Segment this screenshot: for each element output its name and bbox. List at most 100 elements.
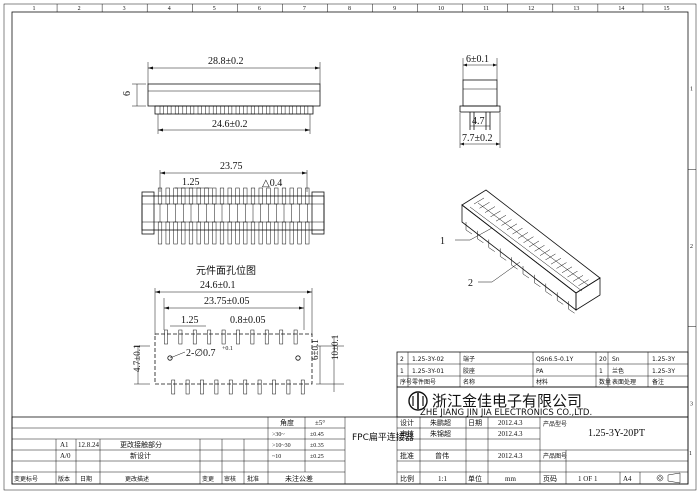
sheet-label: 页码: [543, 475, 557, 483]
bottom-frame-ticks: 1: [689, 451, 692, 457]
top-view: 28.8±0.2 6 24.6±0.2: [122, 56, 321, 134]
frame-tick-label: 3: [690, 401, 693, 407]
company-logo: [408, 391, 428, 411]
hole-right-dim-a: 6±0.1: [310, 339, 320, 360]
tol-range: ~10: [272, 454, 281, 460]
hole-diameter-sup: +0.1: [222, 346, 233, 352]
side-outer-dim: 7.7±0.2: [462, 133, 493, 144]
title-header-cell: 变更: [202, 475, 214, 483]
rev-new: 新设计: [130, 451, 151, 460]
bom-cell: 1.25-3Y-01: [412, 368, 444, 375]
title-block: A1 12.8.24 更改接触部分 A/0 新设计 变更标号版本日期更改描述变更…: [11, 416, 689, 485]
side-view: 6±0.1 4.7 7.7±0.2: [459, 54, 501, 148]
frame-tick-label: 12: [528, 6, 534, 12]
check-name: 朱锦超: [430, 429, 451, 438]
isometric-view: 1 2: [440, 189, 601, 314]
frame-tick-label: 5: [213, 6, 216, 12]
design-label: 设计: [400, 418, 414, 427]
date-label: 日期: [468, 419, 482, 427]
bom-cell: 1.25-3Y-02: [412, 356, 444, 363]
design-name: 朱鹏超: [430, 418, 451, 427]
paper-size: A4: [623, 475, 632, 483]
frame-tick-label: 8: [348, 6, 351, 12]
approve-name: 曾伟: [435, 451, 449, 460]
top-inner-dim: 24.6±0.2: [212, 119, 248, 130]
scale-label: 比例: [400, 474, 414, 483]
tol-range: >30~: [272, 432, 285, 438]
rev-a0: A/0: [60, 452, 71, 460]
callout-1: 1: [440, 236, 445, 247]
frame-tick-label: 2: [78, 6, 81, 12]
rev-date: 12.8.24: [78, 441, 100, 449]
company-name-en: ZHE JIANG JIN JIA ELECTRONICS CO.,LTD.: [420, 408, 592, 418]
right-frame-ticks: 1 2 3: [688, 87, 696, 407]
tol-value: ±0.35: [310, 443, 324, 449]
approve-label: 批准: [400, 451, 414, 460]
outer-frame: [3, 3, 697, 491]
frame-tick-label: 13: [573, 6, 579, 12]
frame-tick-label: 15: [663, 6, 669, 12]
hole-diameter-dim: 2-∅0.7: [186, 348, 216, 359]
hole-pitch-dim: 1.25: [181, 315, 199, 326]
title-header-cell: 日期: [80, 475, 92, 483]
tol-header-a: 角度: [280, 418, 294, 427]
title-header-cell: 批准: [247, 475, 259, 483]
unit-value: mm: [505, 475, 516, 483]
bom-cell: 胶座: [463, 367, 475, 375]
title-header-cell: 更改描述: [125, 475, 149, 483]
hole-right-dim-b: 10±0.1: [330, 335, 340, 360]
model-value: 1.25-3Y-20PT: [588, 428, 645, 439]
model-label: 产品型号: [543, 420, 567, 428]
tol-note: 未注公差: [285, 474, 313, 483]
hole-row-gap-dim: 4.7±0.1: [132, 345, 142, 372]
frame-tick-label: 7: [303, 6, 306, 12]
title-header-cell: 版本: [58, 475, 70, 483]
date-2: 2012.4.3: [498, 430, 523, 438]
pad-tolerance: △0.4: [262, 178, 282, 189]
bom-cell: Sn: [612, 356, 620, 363]
frame-tick-label: 1: [690, 87, 693, 93]
frame-tick-label: 2: [690, 244, 693, 250]
tol-value: ±0.25: [310, 454, 324, 460]
side-inner-dim: 4.7: [472, 116, 485, 127]
date-3: 2012.4.3: [498, 452, 523, 460]
rev-a1: A1: [60, 441, 69, 449]
frame-tick-label: 9: [393, 6, 396, 12]
hole-layout-view: 元件面孔位图 24.6±0.1 23.75±0.05 1.25 0.8±0.05…: [132, 264, 344, 395]
frame-tick-label: 1: [33, 6, 36, 12]
hole-pitch-tol-dim: 0.8±0.05: [230, 315, 266, 326]
frame-tick-label: 11: [483, 6, 489, 12]
top-length-dim: 28.8±0.2: [208, 56, 244, 67]
bom-header-cell: 材料: [536, 378, 548, 386]
rev-desc: 更改接触部分: [120, 440, 162, 449]
bom-cell: 1.25-3Y: [652, 356, 675, 363]
tol-header-b: ±5°: [315, 419, 325, 427]
bom-header-cell: 备注: [652, 378, 664, 386]
bom-cell: 端子: [463, 355, 475, 363]
hole-total-dim: 24.6±0.1: [200, 280, 236, 291]
callout-2: 2: [468, 278, 473, 289]
frame-tick-label: 1: [689, 451, 692, 457]
drawing-label: 产品图号: [543, 452, 567, 460]
frame-tick-label: 3: [123, 6, 126, 12]
side-width-dim: 6±0.1: [466, 54, 489, 65]
bom-cell: 兰色: [612, 367, 624, 375]
bom-cell: 1: [400, 368, 404, 375]
unit-label: 单位: [468, 474, 482, 483]
bom-cell: PA: [536, 368, 544, 375]
projection-symbol-icon: [656, 472, 681, 484]
bom-cell: QSn6.5-0.1Y: [536, 356, 574, 363]
pad-layout-view: 23.75 1.25 △0.4: [141, 161, 325, 245]
tol-range: >10~30: [272, 443, 291, 449]
pad-pitch-dim: 1.25: [182, 177, 200, 188]
bom-header-cell: 序号: [400, 378, 412, 386]
check-label: 审核: [400, 429, 414, 438]
title-header-cell: 变更标号: [14, 475, 38, 483]
top-height-dim: 6: [122, 91, 133, 96]
scale-value: 1:1: [438, 475, 447, 483]
company-name: 浙江金佳电子有限公司: [432, 392, 582, 410]
frame-tick-label: 14: [618, 6, 624, 12]
